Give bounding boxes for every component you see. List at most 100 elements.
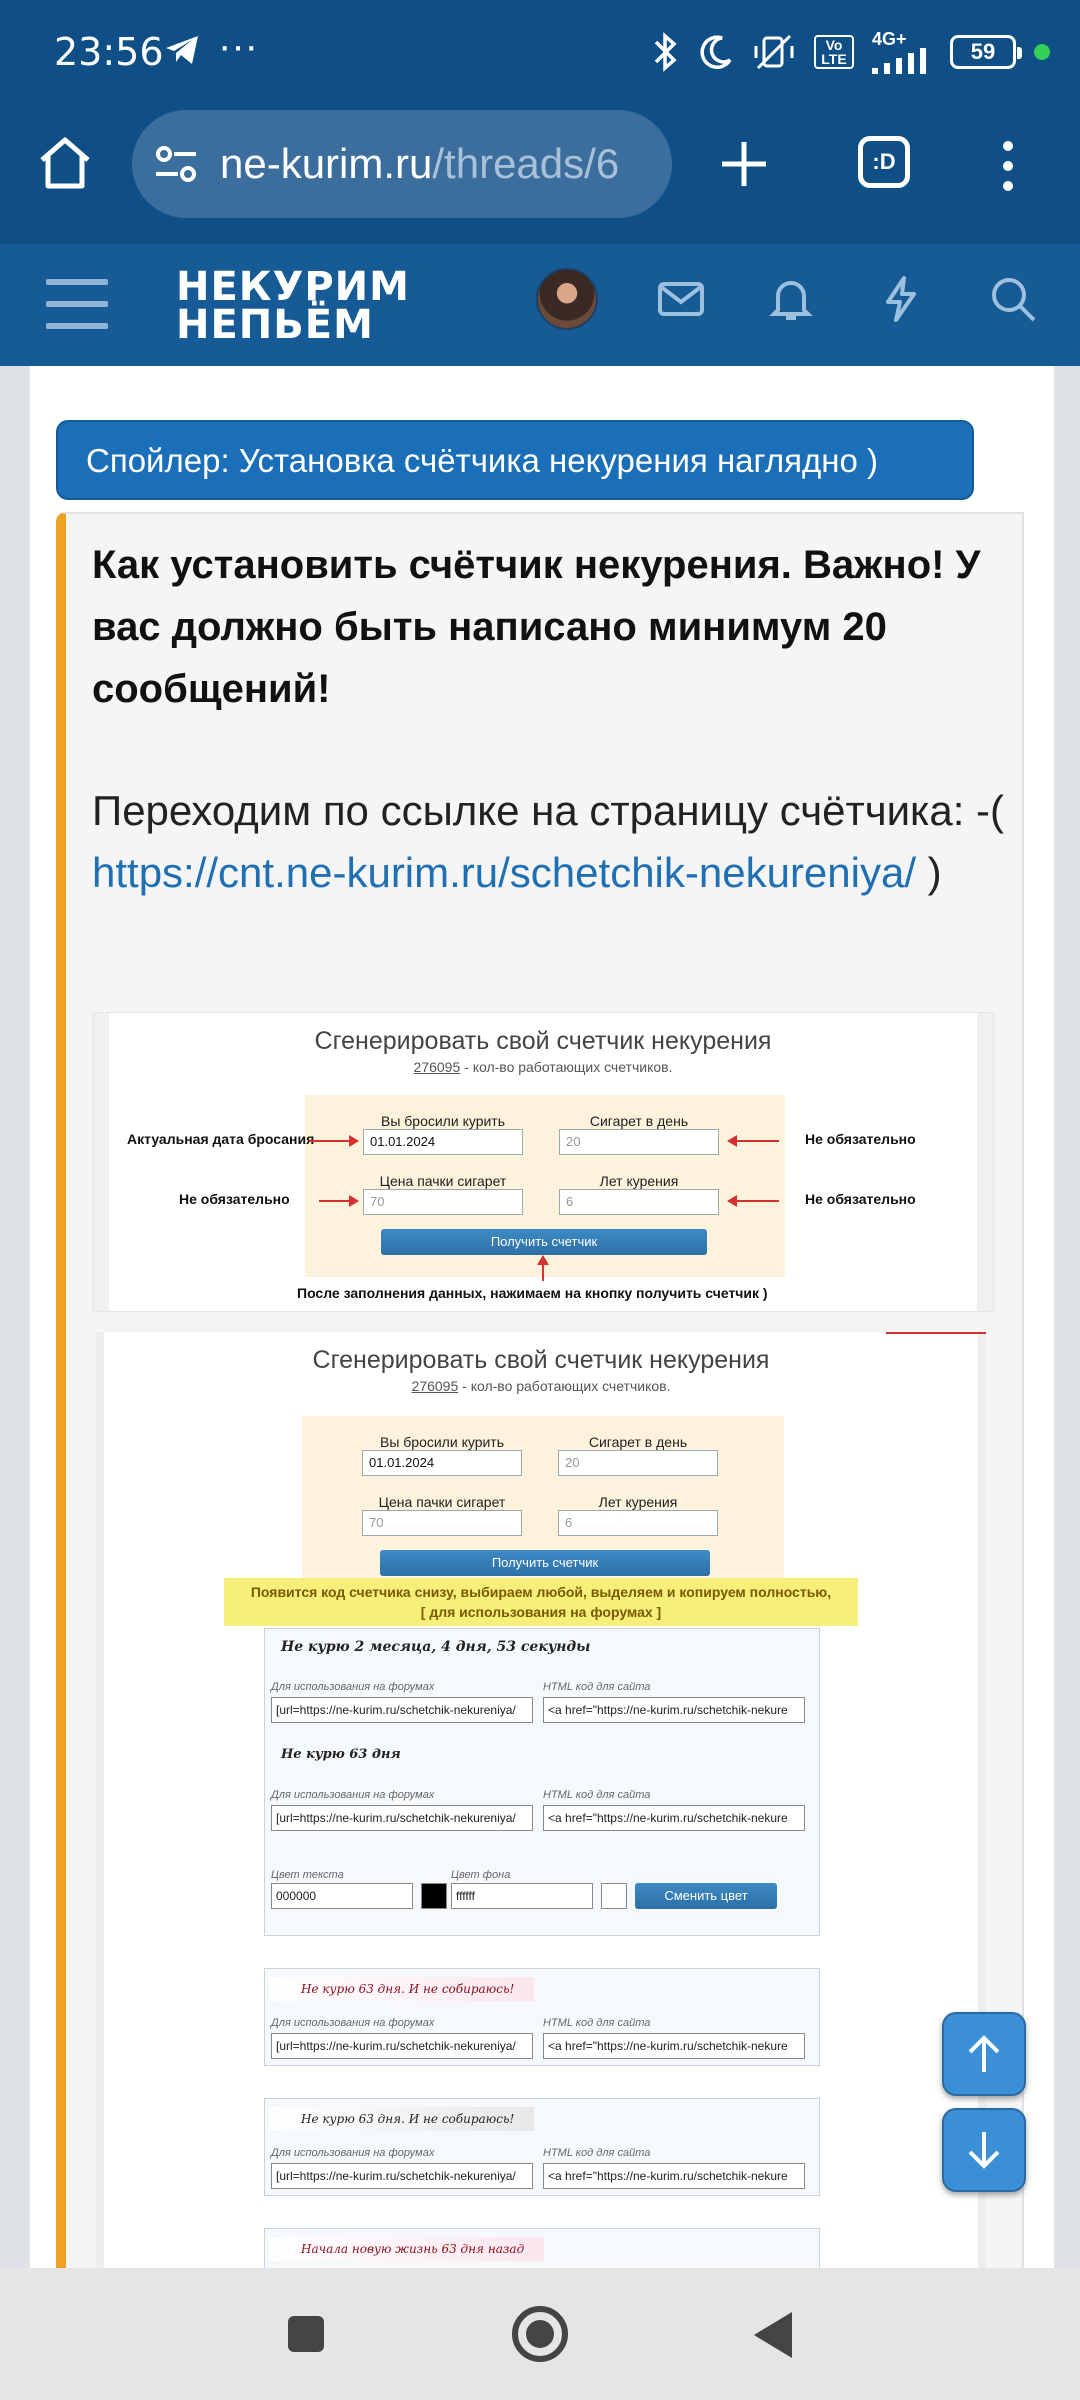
badge-panel: Не курю 63 дня. И не собираюсь! Для испо… xyxy=(264,2098,820,2196)
status-icons: Vo LTE 4G+ 59 xyxy=(650,30,1050,74)
forum-code-input[interactable]: [url=https://ne-kurim.ru/schetchik-nekur… xyxy=(271,1697,533,1723)
label-years-smoking: Лет курения xyxy=(598,1494,678,1510)
logo-line-1: НЕКУРИМ xyxy=(176,264,410,310)
telegram-icon xyxy=(164,34,200,71)
spoiler-button[interactable]: Спойлер: Установка счётчика некурения на… xyxy=(56,420,974,500)
system-nav-bar xyxy=(0,2268,1080,2400)
label-pack-price: Цена пачки сигарет xyxy=(378,1494,506,1510)
generator-title: Сгенерировать свой счетчик некурения xyxy=(312,1346,770,1374)
text-color-swatch[interactable] xyxy=(421,1883,447,1909)
count-suffix: - кол-во работающих счетчиков. xyxy=(458,1378,671,1394)
image-edge xyxy=(886,1332,986,1334)
html-code-input[interactable]: <a href="https://ne-kurim.ru/schetchik-n… xyxy=(543,1805,805,1831)
label-cigs-per-day: Сигарет в день xyxy=(588,1434,688,1450)
cigs-per-day-input[interactable]: 20 xyxy=(559,1129,719,1155)
site-logo[interactable]: НЕКУРИМ НЕПЬЁМ xyxy=(176,264,410,348)
post-heading: Как установить счётчик некурения. Важно!… xyxy=(92,543,981,711)
square-icon xyxy=(288,2316,324,2352)
years-smoking-input[interactable]: 6 xyxy=(558,1510,718,1536)
scroll-down-button[interactable] xyxy=(942,2108,1026,2192)
mail-icon[interactable] xyxy=(656,274,706,329)
back-button[interactable] xyxy=(752,2310,794,2365)
search-icon[interactable] xyxy=(988,274,1038,329)
home-button[interactable] xyxy=(510,2304,570,2369)
avatar[interactable] xyxy=(536,268,598,330)
bg-color-swatch[interactable] xyxy=(601,1883,627,1909)
label-years-smoking: Лет курения xyxy=(599,1173,679,1189)
html-code-input[interactable]: <a href="https://ne-kurim.ru/schetchik-n… xyxy=(543,1697,805,1723)
lightning-icon[interactable] xyxy=(876,274,926,329)
forum-code-input[interactable]: [url=https://ne-kurim.ru/schetchik-nekur… xyxy=(271,1805,533,1831)
instruction-banner: Появится код счетчика снизу, выбираем лю… xyxy=(224,1578,858,1626)
page-content: Спойлер: Установка счётчика некурения на… xyxy=(0,366,1080,2268)
quit-date-input[interactable]: 01.01.2024 xyxy=(362,1450,522,1476)
counter-link[interactable]: https://cnt.ne-kurim.ru/schetchik-nekure… xyxy=(92,849,917,896)
label-forum-code: Для использования на форумах xyxy=(271,2147,435,2159)
count-value: 276095 xyxy=(413,1059,461,1075)
label-forum-code: Для использования на форумах xyxy=(271,1789,435,1801)
counter-count: 276095 - кол-во работающих счетчиков. xyxy=(104,1378,978,1394)
arrow-right-icon xyxy=(319,1195,359,1207)
label-text-color: Цвет текста xyxy=(271,1869,344,1881)
change-color-button[interactable]: Сменить цвет xyxy=(635,1883,777,1909)
new-tab-icon[interactable] xyxy=(716,136,772,197)
label-bg-color: Цвет фона xyxy=(451,1869,511,1881)
count-suffix: - кол-во работающих счетчиков. xyxy=(460,1059,673,1075)
text-after-link: ) xyxy=(916,849,942,896)
quit-date-input[interactable]: 01.01.2024 xyxy=(363,1129,523,1155)
menu-icon[interactable] xyxy=(45,276,109,337)
logo-line-2: НЕПЬЁМ xyxy=(176,302,374,348)
instruction-image-2: Сгенерировать свой счетчик некурения 276… xyxy=(96,1332,986,2268)
label-quit-date: Вы бросили курить xyxy=(379,1434,505,1450)
url-text: ne-kurim.ru/threads/6 xyxy=(220,140,619,188)
label-quit-date: Вы бросили курить xyxy=(380,1113,506,1129)
spoiler-content: Как установить счётчик некурения. Важно!… xyxy=(56,512,1024,2268)
label-html-code: HTML код для сайта xyxy=(543,2017,651,2029)
text-color-input[interactable]: 000000 xyxy=(271,1883,413,1909)
badge-preview-3: Начала новую жизнь 63 дня назад xyxy=(269,2237,545,2261)
bell-icon[interactable] xyxy=(766,274,816,329)
cigs-per-day-input[interactable]: 20 xyxy=(558,1450,718,1476)
counter-preview-2: Не курю 63 дня xyxy=(281,1747,401,1762)
label-html-code: HTML код для сайта xyxy=(543,2147,651,2159)
forum-code-input[interactable]: [url=https://ne-kurim.ru/schetchik-nekur… xyxy=(271,2033,533,2059)
more-notifications-icon: ··· xyxy=(218,24,258,68)
home-icon[interactable] xyxy=(34,132,96,199)
count-value: 276095 xyxy=(411,1378,459,1394)
html-code-input[interactable]: <a href="https://ne-kurim.ru/schetchik-n… xyxy=(543,2033,805,2059)
years-smoking-input[interactable]: 6 xyxy=(559,1189,719,1215)
label-pack-price: Цена пачки сигарет xyxy=(379,1173,507,1189)
battery-indicator: 59 xyxy=(950,35,1022,69)
image-edge xyxy=(977,1013,993,1311)
note-bottom: После заполнения данных, нажимаем на кно… xyxy=(297,1285,768,1301)
counter-preview-1: Не курю 2 месяца, 4 дня, 53 секунды xyxy=(281,1639,591,1655)
forum-code-input[interactable]: [url=https://ne-kurim.ru/schetchik-nekur… xyxy=(271,2163,533,2189)
image-edge xyxy=(93,1013,109,1311)
signal-icon: 4G+ xyxy=(872,30,932,74)
status-bar: 23:56 ··· Vo LTE 4G+ 59 xyxy=(0,0,1080,108)
html-code-input[interactable]: <a href="https://ne-kurim.ru/schetchik-n… xyxy=(543,2163,805,2189)
triangle-back-icon xyxy=(754,2312,792,2358)
pack-price-input[interactable]: 70 xyxy=(363,1189,523,1215)
arrow-left-icon xyxy=(727,1195,779,1207)
tabs-button[interactable]: :D xyxy=(858,136,910,188)
scroll-up-button[interactable] xyxy=(942,2012,1026,2096)
label-html-code: HTML код для сайта xyxy=(543,1681,651,1693)
address-bar[interactable]: ne-kurim.ru/threads/6 xyxy=(132,110,672,218)
url-domain: ne-kurim.ru xyxy=(220,140,433,187)
browser-toolbar: ne-kurim.ru/threads/6 :D xyxy=(0,108,1080,244)
note-optional: Не обязательно xyxy=(805,1191,916,1207)
site-settings-icon[interactable] xyxy=(152,140,200,193)
label-html-code: HTML код для сайта xyxy=(543,1789,651,1801)
browser-menu-icon[interactable] xyxy=(1000,138,1016,199)
get-counter-button[interactable]: Получить счетчик xyxy=(380,1550,710,1576)
recent-apps-button[interactable] xyxy=(286,2314,326,2359)
label-cigs-per-day: Сигарет в день xyxy=(589,1113,689,1129)
label-forum-code: Для использования на форумах xyxy=(271,2017,435,2029)
instruction-image-1: Сгенерировать свой счетчик некурения 276… xyxy=(92,1012,994,1312)
label-forum-code: Для использования на форумах xyxy=(271,1681,435,1693)
bg-color-input[interactable]: ffffff xyxy=(451,1883,593,1909)
pack-price-input[interactable]: 70 xyxy=(362,1510,522,1536)
arrow-right-icon xyxy=(309,1135,359,1147)
get-counter-button[interactable]: Получить счетчик xyxy=(381,1229,707,1255)
